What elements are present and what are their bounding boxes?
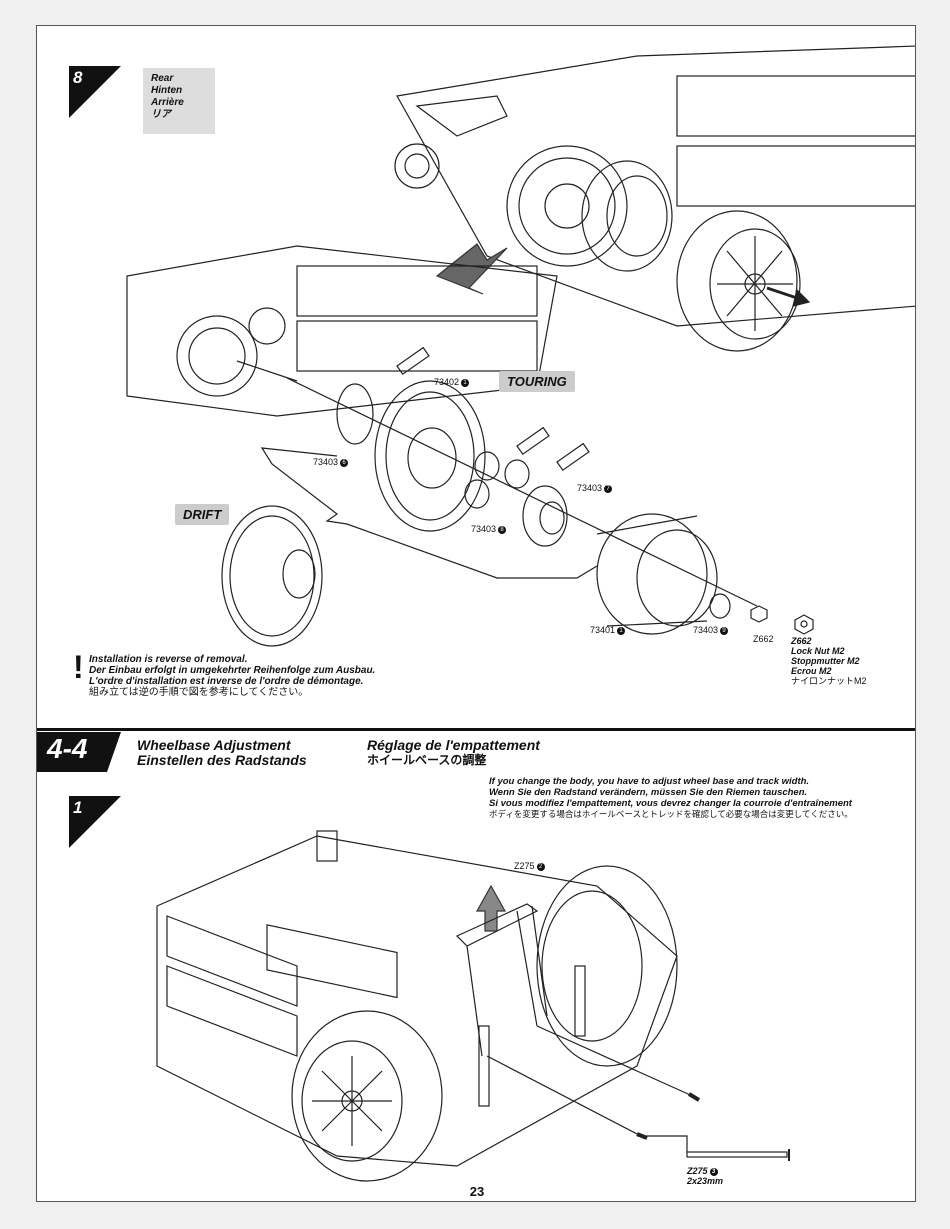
rear-location-tag: Rear Hinten Arrière リア	[143, 68, 215, 134]
notice-fr: L'ordre d'installation est inverse de l'…	[89, 676, 364, 687]
nut-legend-en: Lock Nut M2	[791, 646, 845, 656]
touring-label: TOURING	[499, 371, 575, 392]
section-title-fr-jp: Réglage de l'empattement ホイールベースの調整	[367, 738, 540, 768]
warning-mark: !	[73, 649, 84, 685]
front-chassis-illustration	[156, 830, 790, 1182]
info-de: Wenn Sie den Radstand verändern, müssen …	[489, 787, 808, 798]
part-z662: Z662	[753, 634, 774, 644]
nut-legend-jp: ナイロンナットM2	[791, 676, 867, 686]
nut-legend-fr: Ecrou M2	[791, 666, 832, 676]
page-number: 23	[469, 1184, 485, 1199]
step-1-number: 1	[73, 798, 83, 817]
notice-en: Installation is reverse of removal.	[89, 654, 248, 665]
pin-size: 2x23mm	[687, 1176, 724, 1186]
drift-label: DRIFT	[175, 504, 230, 525]
section-title-en: Wheelbase Adjustment	[137, 737, 291, 753]
info-fr: Si vous modifiez l'empattement, vous dev…	[489, 798, 852, 809]
rear-chassis-illustration	[126, 45, 915, 647]
nut-legend: Z662 Lock Nut M2 Stoppmutter M2 Ecrou M2…	[791, 636, 867, 686]
step-8-badge: 8	[69, 66, 121, 118]
installation-notice: Installation is reverse of removal. Der …	[89, 654, 375, 698]
section-badge	[37, 732, 121, 772]
location-de: Hinten	[151, 85, 183, 96]
step-8-number: 8	[73, 68, 83, 87]
location-fr: Arrière	[151, 97, 184, 108]
notice-jp: 組み立ては逆の手順で図を参考にしてください。	[89, 687, 309, 698]
info-en: If you change the body, you have to adju…	[489, 776, 810, 787]
location-en: Rear	[151, 73, 174, 84]
wheelbase-info: If you change the body, you have to adju…	[489, 776, 853, 820]
section-number: 4-4	[47, 733, 88, 764]
section-divider	[37, 728, 915, 731]
location-jp: リア	[151, 109, 171, 120]
notice-de: Der Einbau erfolgt in umgekehrter Reihen…	[89, 665, 376, 676]
section-title-de: Einstellen des Radstands	[137, 752, 307, 768]
step-1-badge: 1	[69, 796, 121, 848]
section-title-fr: Réglage de l'empattement	[367, 737, 540, 753]
manual-page: 8 Rear Hinten Arrière リア	[36, 25, 916, 1202]
nut-legend-de: Stoppmutter M2	[791, 656, 860, 666]
section-title-en-de: Wheelbase Adjustment Einstellen des Rads…	[137, 738, 307, 768]
nut-legend-code: Z662	[791, 636, 812, 646]
info-jp: ボディを変更する場合はホイールベースとトレッドを確認して必要な場合は変更してくだ…	[489, 809, 853, 819]
section-title-jp: ホイールベースの調整	[367, 753, 487, 767]
